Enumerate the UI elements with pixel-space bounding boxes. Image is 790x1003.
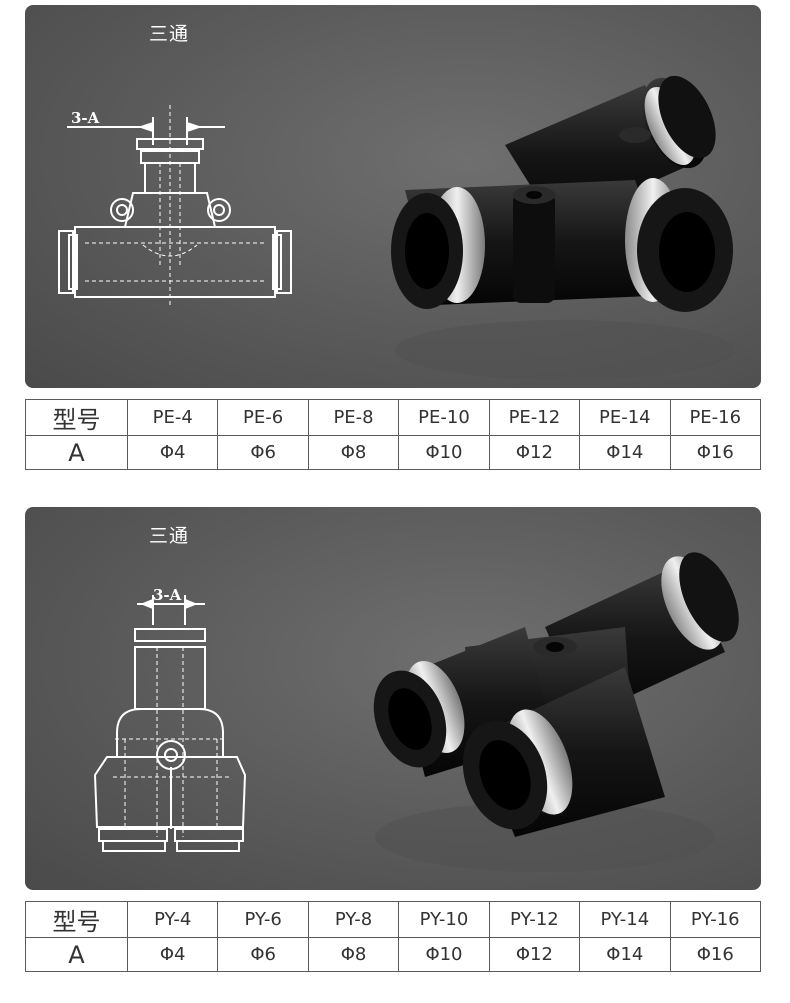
product-panel-y: 三通	[25, 507, 761, 890]
panel-title: 三通	[149, 525, 190, 547]
dimension-label: 3-A	[153, 586, 182, 604]
value-cell: Φ10	[398, 937, 490, 972]
model-cell: PE-8	[307, 399, 400, 436]
model-cell: PY-10	[398, 901, 490, 938]
y-fitting-photo	[373, 552, 739, 872]
panel-title: 三通	[149, 23, 190, 45]
value-cell: Φ16	[669, 937, 762, 972]
value-cell: Φ12	[488, 435, 581, 470]
value-cell: Φ14	[579, 937, 671, 972]
model-cell: PY-4	[126, 901, 219, 938]
model-cell: PE-14	[579, 399, 671, 436]
value-cell: Φ16	[669, 435, 762, 470]
value-cell: Φ14	[579, 435, 671, 470]
model-cell: PE-4	[126, 399, 219, 436]
dimension-label: 3-A	[71, 109, 100, 127]
value-cell: Φ4	[126, 435, 219, 470]
model-cell: PE-6	[217, 399, 309, 436]
spec-table-py: 型号 PY-4 PY-6 PY-8 PY-10 PY-12 PY-14 PY-1…	[25, 901, 762, 972]
model-cell: PY-6	[217, 901, 309, 938]
model-cell: PY-12	[488, 901, 581, 938]
model-cell: PE-16	[669, 399, 762, 436]
value-cell: Φ8	[307, 435, 400, 470]
header-cell-a: A	[25, 937, 128, 972]
spec-table-pe: 型号 PE-4 PE-6 PE-8 PE-10 PE-12 PE-14 PE-1…	[25, 399, 762, 470]
model-cell: PY-14	[579, 901, 671, 938]
model-cell: PY-16	[669, 901, 762, 938]
value-cell: Φ6	[217, 435, 309, 470]
table-row-diameter: A Φ4 Φ6 Φ8 Φ10 Φ12 Φ14 Φ16	[25, 937, 762, 972]
header-cell-model: 型号	[25, 399, 128, 436]
value-cell: Φ4	[126, 937, 219, 972]
header-cell-a: A	[25, 435, 128, 470]
product-panel-tee: 三通	[25, 5, 761, 388]
table-row-model: 型号 PY-4 PY-6 PY-8 PY-10 PY-12 PY-14 PY-1…	[25, 901, 762, 938]
model-cell: PE-12	[488, 399, 581, 436]
value-cell: Φ10	[398, 435, 490, 470]
value-cell: Φ8	[307, 937, 400, 972]
model-cell: PY-8	[307, 901, 400, 938]
y-technical-drawing: 3-A	[93, 586, 247, 852]
value-cell: Φ6	[217, 937, 309, 972]
table-row-diameter: A Φ4 Φ6 Φ8 Φ10 Φ12 Φ14 Φ16	[25, 435, 762, 470]
tee-technical-drawing: 3-A	[58, 105, 292, 305]
value-cell: Φ12	[488, 937, 581, 972]
model-cell: PE-10	[398, 399, 490, 436]
header-cell-model: 型号	[25, 901, 128, 938]
tee-fitting-photo	[391, 75, 735, 380]
table-row-model: 型号 PE-4 PE-6 PE-8 PE-10 PE-12 PE-14 PE-1…	[25, 399, 762, 436]
